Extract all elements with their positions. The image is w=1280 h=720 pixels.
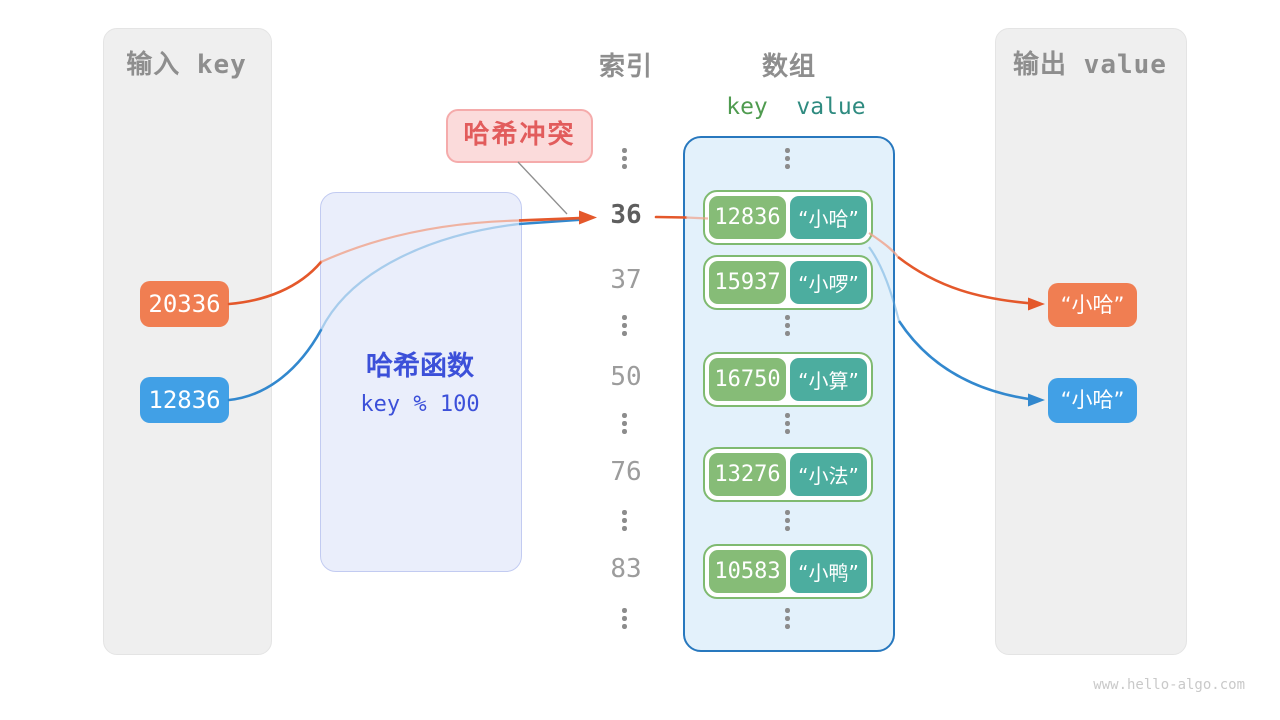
dot [785,421,790,426]
output-value-box-orange: “小哈” [1048,283,1137,327]
dot [785,413,790,418]
dot [785,608,790,613]
ellipsis-dots [622,608,627,629]
dot [622,421,627,426]
dot [622,526,627,531]
index-value-76: 76 [610,457,642,487]
dot [622,148,627,153]
ellipsis-dots [785,148,790,169]
dot [622,164,627,169]
dot [622,616,627,621]
ellipsis-dots [785,608,790,629]
dot [622,156,627,161]
dot [785,526,790,531]
array-key-cell: 16750 [709,358,786,401]
watermark: www.hello-algo.com [1093,677,1245,693]
array-row: 10583 “小鸭” [703,544,873,599]
index-value-37: 37 [610,265,642,295]
input-key-box-20336: 20336 [140,281,229,327]
hash-collision-callout: 哈希冲突 [446,109,593,163]
ellipsis-dots [622,148,627,169]
arrow-orange-to-index [518,216,583,222]
ellipsis-dots [622,413,627,434]
array-value-cell: “小哈” [790,196,867,239]
output-value-box-blue: “小哈” [1048,378,1137,423]
array-row: 16750 “小算” [703,352,873,407]
dot [785,156,790,161]
dot [622,608,627,613]
dot [785,624,790,629]
dot [622,510,627,515]
ellipsis-dots [622,315,627,336]
ellipsis-dots [785,413,790,434]
dot [785,164,790,169]
dot [785,616,790,621]
index-value-36: 36 [610,200,642,230]
array-value-cell: “小啰” [790,261,867,304]
array-value-cell: “小鸭” [790,550,867,593]
array-column-title: 数组 [761,52,816,82]
dot [785,323,790,328]
dot [622,413,627,418]
arrow-blue-to-index [518,218,585,226]
array-row: 12836 “小哈” [703,190,873,245]
array-row: 13276 “小法” [703,447,873,502]
array-key-header: key [726,94,768,120]
index-value-83: 83 [610,554,642,584]
output-panel [995,28,1187,655]
dot [785,429,790,434]
dot [785,510,790,515]
ellipsis-dots [622,510,627,531]
ellipsis-dots [785,510,790,531]
dot [622,323,627,328]
index-value-50: 50 [610,362,642,392]
array-value-cell: “小算” [790,358,867,401]
output-panel-title: 输出 value [1013,50,1167,80]
input-panel [103,28,272,655]
dot [622,315,627,320]
array-value-cell: “小法” [790,453,867,496]
dot [785,148,790,153]
hash-function-formula: key % 100 [360,392,480,417]
input-panel-title: 输入 key [126,50,247,80]
array-key-cell: 12836 [709,196,786,239]
dot [622,518,627,523]
array-key-cell: 10583 [709,550,786,593]
array-key-cell: 13276 [709,453,786,496]
collision-pointer-line [517,161,568,215]
array-value-header: value [796,94,866,120]
dot [785,331,790,336]
dot [622,429,627,434]
input-key-box-12836: 12836 [140,377,229,423]
dot [622,331,627,336]
array-key-cell: 15937 [709,261,786,304]
index-column-title: 索引 [598,52,653,82]
array-row: 15937 “小啰” [703,255,873,310]
ellipsis-dots [785,315,790,336]
dot [785,315,790,320]
dot [785,518,790,523]
hash-function-title: 哈希函数 [366,351,474,382]
dot [622,624,627,629]
